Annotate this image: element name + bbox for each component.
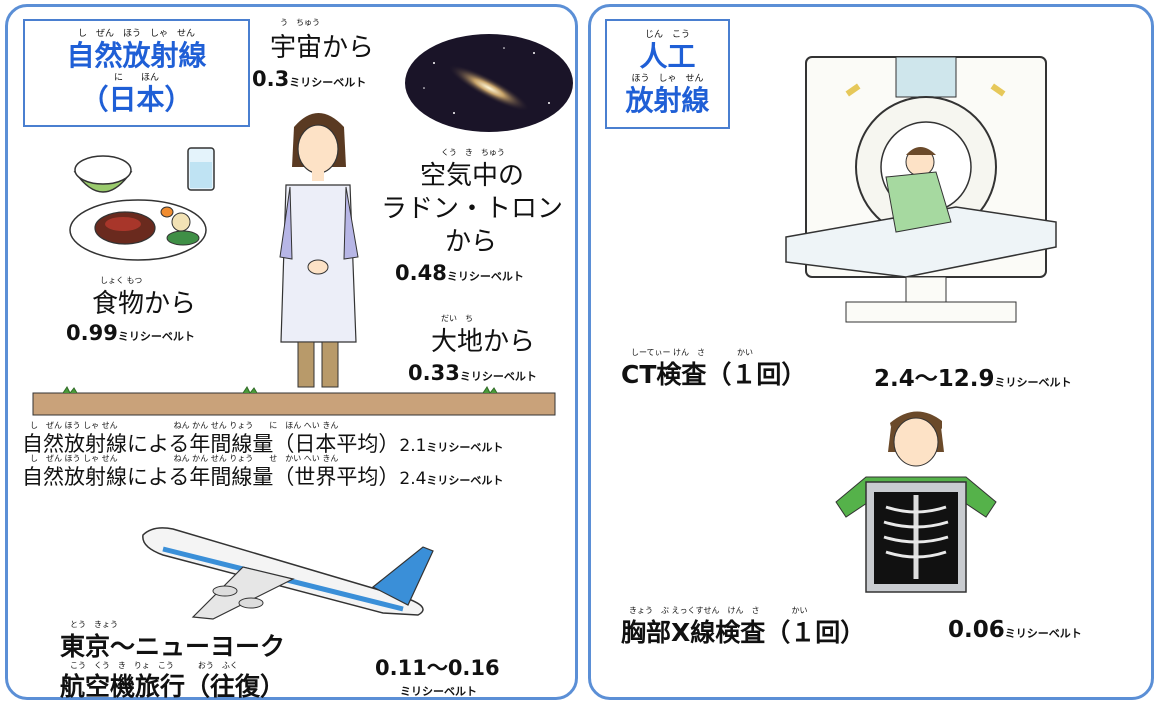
artificial-radiation-panel: じん こう 人工 ほう しゃ せん 放射線 しーてぃー けん さ かい CT検査…	[588, 4, 1154, 700]
flight-line1: 東京～ニューヨーク	[60, 632, 286, 661]
space-ruby: う ちゅう	[280, 18, 320, 27]
annual-japan-label: 自然放射線による年間線量（日本平均）	[22, 432, 400, 456]
xray-unit: ミリシーベルト	[1004, 627, 1082, 640]
galaxy-image	[405, 34, 573, 132]
artificial-title-line2: 放射線	[625, 84, 710, 117]
artificial-title: 人工	[639, 40, 696, 73]
annual-japan-ruby: し ぜん ほう しゃ せん ねん かん せん りょう に ほん へい きん	[30, 421, 339, 430]
food-ruby: しょく もつ	[100, 276, 143, 285]
annual-world-row: 自然放射線による年間線量（世界平均）2.4ミリシーベルト	[22, 461, 503, 491]
natural-title-region: （日本）	[80, 83, 193, 116]
artificial-title-ruby-2: ほう しゃ せん	[631, 74, 704, 84]
xray-dose: 0.06ミリシーベルト	[948, 617, 1082, 643]
earth-dose: 0.33ミリシーベルト	[408, 361, 537, 385]
food-label: 食物から	[92, 289, 197, 319]
annual-world-value: 2.4	[399, 469, 427, 489]
ct-value: 2.4～12.9	[874, 366, 995, 392]
artificial-title-box: じん こう 人工 ほう しゃ せん 放射線	[605, 19, 730, 129]
air-value: 0.48	[395, 261, 447, 285]
air-dose: 0.48ミリシーベルト	[395, 261, 524, 285]
woman-figure	[279, 113, 359, 388]
food-value: 0.99	[66, 321, 118, 345]
air-unit: ミリシーベルト	[446, 270, 524, 283]
food-image	[69, 147, 215, 261]
annual-japan-row: 自然放射線による年間線量（日本平均）2.1ミリシーベルト	[22, 428, 503, 458]
earth-ruby: だい ち	[441, 314, 473, 323]
ct-label: CT検査（１回）	[621, 360, 807, 389]
ct-dose: 2.4～12.9ミリシーベルト	[874, 359, 1072, 393]
space-dose: 0.3ミリシーベルト	[252, 67, 366, 91]
earth-unit: ミリシーベルト	[459, 370, 537, 383]
air-label-line3: から	[445, 227, 498, 257]
space-unit: ミリシーベルト	[289, 76, 367, 89]
annual-japan-value: 2.1	[399, 436, 427, 456]
annual-world-unit: ミリシーベルト	[426, 474, 504, 487]
ground-strip	[32, 386, 556, 416]
xray-ruby: きょう ぶ えっくすせん けん さ かい	[629, 606, 808, 615]
food-unit: ミリシーベルト	[117, 330, 195, 343]
airplane-image	[142, 527, 434, 620]
ct-ruby: しーてぃー けん さ かい	[631, 348, 754, 357]
earth-label: 大地から	[431, 327, 536, 357]
xray-image	[835, 411, 997, 593]
natural-title-ruby: し ぜん ほう しゃ せん	[77, 29, 195, 39]
annual-world-ruby: し ぜん ほう しゃ せん ねん かん せん りょう せ かい へい きん	[30, 454, 339, 463]
natural-title-box: し ぜん ほう しゃ せん 自然放射線 に ほん （日本）	[23, 19, 250, 127]
flight-ruby-1: とう きょう	[70, 620, 118, 629]
natural-radiation-panel: し ぜん ほう しゃ せん 自然放射線 に ほん （日本） う ちゅう 宇宙から…	[5, 4, 578, 701]
air-ruby: くう き ちゅう	[441, 148, 505, 157]
flight-line2: 航空機旅行（往復）	[60, 672, 286, 701]
ct-unit: ミリシーベルト	[994, 376, 1072, 389]
space-value: 0.3	[252, 67, 290, 91]
xray-value: 0.06	[948, 617, 1005, 643]
natural-title-ruby-2: に ほん	[113, 73, 159, 83]
air-label-line1: 空気中の	[420, 161, 525, 191]
earth-value: 0.33	[408, 361, 460, 385]
flight-ruby-2: こう くう き りょ こう おう ふく	[70, 661, 238, 670]
ct-scanner-image	[785, 56, 1057, 323]
food-dose: 0.99ミリシーベルト	[66, 321, 195, 345]
xray-label: 胸部X線検査（１回）	[621, 618, 866, 647]
air-label-line2: ラドン・トロン	[381, 194, 564, 224]
flight-unit: ミリシーベルト	[400, 685, 477, 698]
space-label: 宇宙から	[270, 33, 375, 63]
flight-value: 0.11～0.16	[375, 656, 500, 680]
natural-title: 自然放射線	[66, 39, 207, 72]
annual-japan-unit: ミリシーベルト	[426, 441, 504, 454]
artificial-title-ruby: じん こう	[644, 30, 690, 40]
annual-world-label: 自然放射線による年間線量（世界平均）	[22, 465, 400, 489]
